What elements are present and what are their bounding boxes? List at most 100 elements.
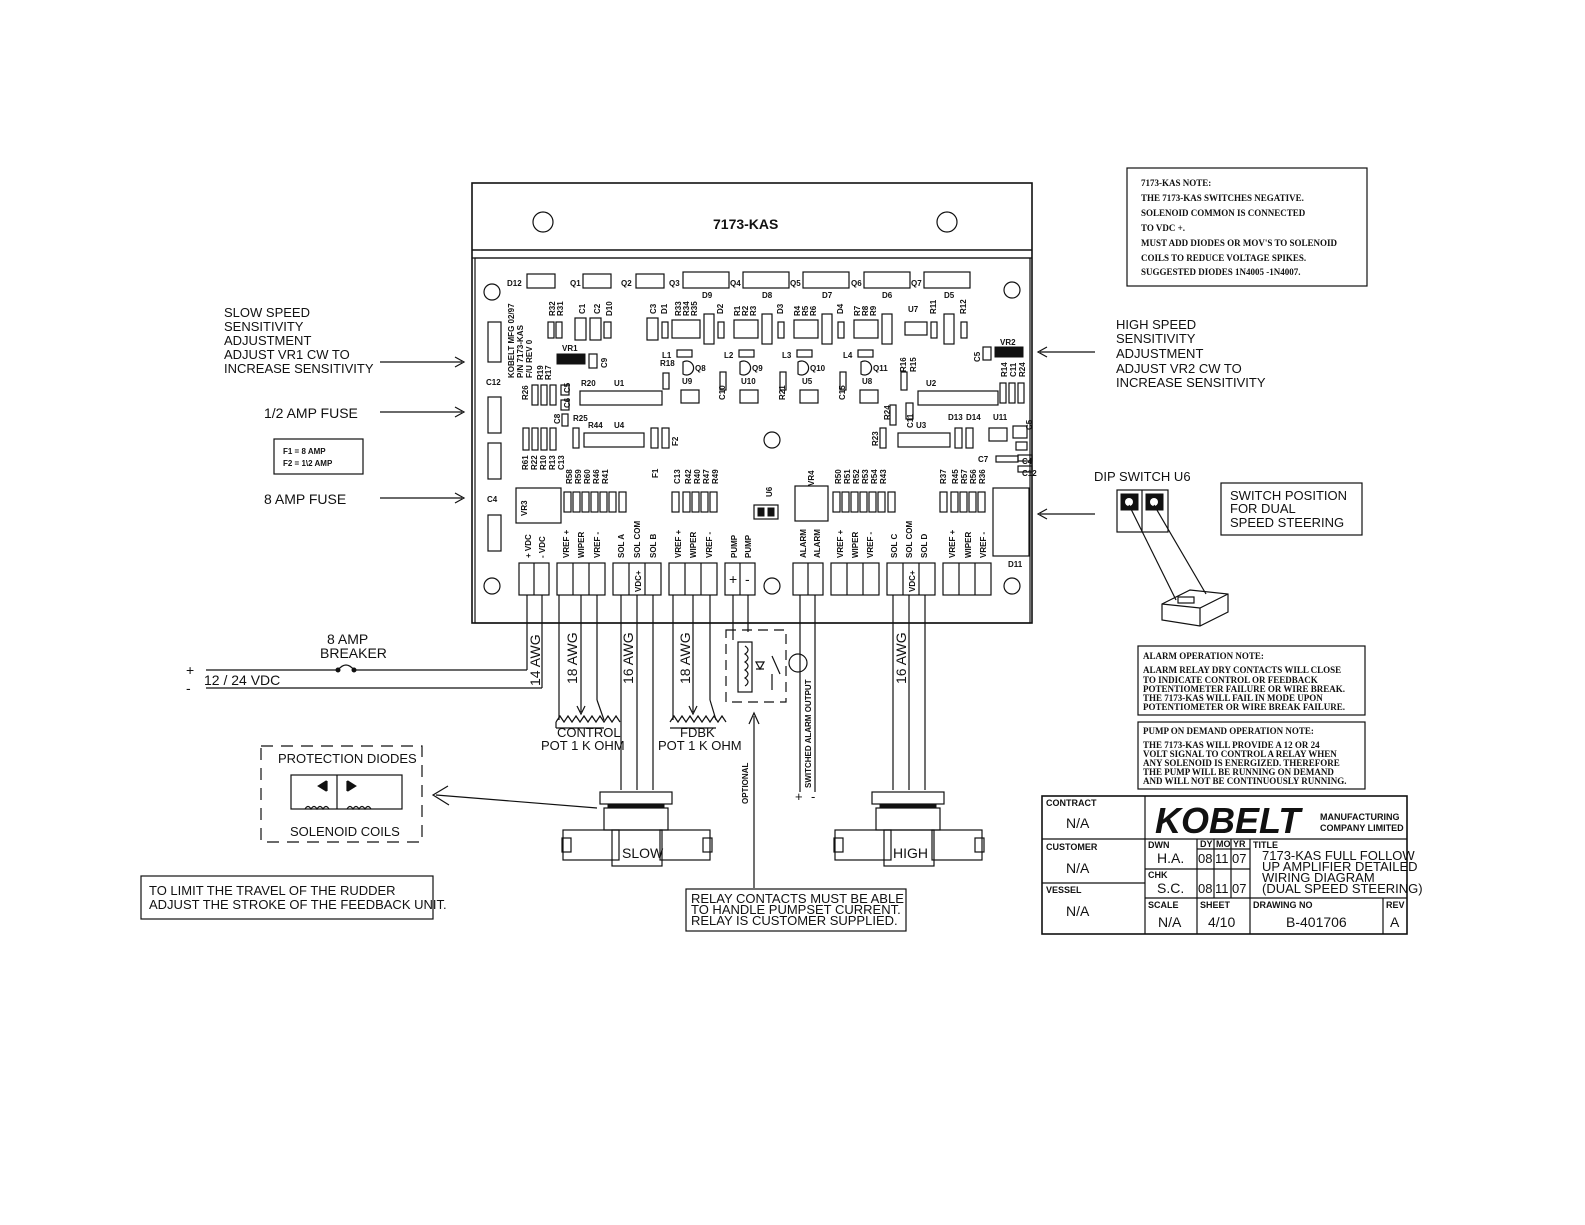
pump-relay: OPTIONAL xyxy=(725,595,787,888)
comp-label: R2 xyxy=(741,305,750,316)
resistor-bank-c xyxy=(832,491,896,513)
comp-label: F2 xyxy=(671,436,680,446)
comp-label: R6 xyxy=(809,305,818,316)
vr4-trimpot[interactable] xyxy=(794,485,829,522)
callout-text: ADJUSTMENT xyxy=(1116,346,1203,361)
dip-switch-u6[interactable] xyxy=(753,504,779,520)
comp-label: R17 xyxy=(544,365,553,380)
comp-label: R15 xyxy=(909,357,918,372)
note-text: THE PUMP WILL BE RUNNING ON DEMAND xyxy=(1143,767,1334,777)
tb-value: 08 xyxy=(1198,881,1212,896)
comp-label: R21 xyxy=(778,385,787,400)
comp-label: R31 xyxy=(556,301,565,316)
wire-gauge-label: 14 AWG xyxy=(527,634,543,686)
comp-label: R12 xyxy=(959,299,968,314)
comp-label: Q2 xyxy=(621,279,632,288)
vr2-trimpot[interactable] xyxy=(994,346,1024,358)
vr3-trimpot[interactable] xyxy=(515,487,562,524)
ic-u2 xyxy=(917,390,999,406)
comp-label: R58 xyxy=(565,469,574,484)
comp-label: R7 xyxy=(853,305,862,316)
high-valve-label: HIGH xyxy=(893,845,928,861)
comp-label: C2 xyxy=(593,303,602,314)
slow-valve: SLOW xyxy=(561,791,713,867)
terminal-label: SOL COM xyxy=(905,520,914,558)
comp-label: C15 xyxy=(838,385,847,400)
comp-label: C8 xyxy=(553,413,562,424)
terminal-label: SOL A xyxy=(617,534,626,558)
comp-label: C4 xyxy=(1022,457,1033,466)
comp-label: R40 xyxy=(693,469,702,484)
terminal-label: ALARM xyxy=(799,529,808,558)
terminal-label: WIPER xyxy=(577,532,586,558)
note-text: POTENTIOMETER FAILURE OR WIRE BREAK. xyxy=(1143,684,1345,694)
wire-gauge-label: 18 AWG xyxy=(564,632,580,684)
comp-label: R50 xyxy=(834,469,843,484)
terminal-label: VREF - xyxy=(979,531,988,558)
terminal-label: VREF - xyxy=(705,531,714,558)
ic-u3 xyxy=(897,432,951,448)
terminal-label: WIPER xyxy=(964,532,973,558)
note-text: AND WILL NOT BE CONTINUOUSLY RUNNING. xyxy=(1143,776,1347,786)
comp-label: Q8 xyxy=(695,364,706,373)
supply-minus: - xyxy=(186,680,191,696)
drawing-title: WIRING DIAGRAM xyxy=(1262,870,1375,885)
terminal-labels: + VDC - VDC VREF + WIPER VREF - SOL A SO… xyxy=(524,520,988,558)
comp-label: U5 xyxy=(802,377,813,386)
comp-label: R26 xyxy=(521,385,530,400)
comp-label: C5 xyxy=(563,382,572,393)
comp-label: C9 xyxy=(600,357,609,368)
half-amp-fuse-label: 1/2 AMP FUSE xyxy=(264,405,358,421)
note-text: COILS TO REDUCE VOLTAGE SPIKES. xyxy=(1141,253,1306,263)
drawing-title: UP AMPLIFIER DETAILED xyxy=(1262,859,1418,874)
comp-label: R51 xyxy=(843,469,852,484)
title-block: CONTRACT N/A CUSTOMER N/A VESSEL N/A KOB… xyxy=(1041,795,1423,935)
tb-value: 07 xyxy=(1232,881,1246,896)
comp-label: R18 xyxy=(660,359,675,368)
comp-label: U9 xyxy=(682,377,693,386)
comp-label: F1 xyxy=(651,468,660,478)
tb-label: REV xyxy=(1386,900,1405,910)
comp-label: D2 xyxy=(716,303,725,314)
callout-text: SENSITIVITY xyxy=(224,319,304,334)
note-text: TO VDC +. xyxy=(1141,223,1185,233)
comp-label: D1 xyxy=(660,303,669,314)
comp-label: L2 xyxy=(724,351,734,360)
comp-label: U3 xyxy=(916,421,927,430)
comp-label: R57 xyxy=(960,469,969,484)
comp-label: D13 xyxy=(948,413,963,422)
terminal-label: VREF - xyxy=(866,531,875,558)
slow-valve-label: SLOW xyxy=(622,845,664,861)
note-text: 7173-KAS NOTE: xyxy=(1141,178,1211,188)
comp-label: C12 xyxy=(1022,469,1037,478)
comp-label: R5 xyxy=(801,305,810,316)
terminal-label: ALARM xyxy=(813,529,822,558)
note-text: VOLT SIGNAL TO CONTROL A RELAY WHEN xyxy=(1143,749,1337,759)
ic-u1 xyxy=(579,390,663,406)
tb-label: TITLE xyxy=(1253,840,1278,850)
fuse-rating-box xyxy=(273,438,364,475)
comp-label: C13 xyxy=(673,469,682,484)
comp-label: Q3 xyxy=(669,279,680,288)
comp-label: R24 xyxy=(1018,362,1027,377)
control-pot-wiring: 18 AWG CONTROL POT 1 K OHM xyxy=(541,595,625,753)
comp-label: D10 xyxy=(605,301,614,316)
callout-text: INCREASE SENSITIVITY xyxy=(224,361,374,376)
note-text: SUGGESTED DIODES 1N4005 -1N4007. xyxy=(1141,267,1301,277)
terminal-label: VREF + xyxy=(948,529,957,558)
callout-text: SWITCH POSITION xyxy=(1230,488,1347,503)
vr1-trimpot[interactable] xyxy=(556,353,586,365)
comp-label: R1 xyxy=(733,305,742,316)
mfg-label: KOBELT MFG 02/97 xyxy=(507,303,516,378)
comp-label: L3 xyxy=(782,351,792,360)
comp-label: Q9 xyxy=(752,364,763,373)
drawing-number: B-401706 xyxy=(1286,914,1347,930)
comp-label: R13 xyxy=(548,455,557,470)
high-valve: HIGH xyxy=(833,791,985,867)
component-row xyxy=(547,313,968,345)
fdbk-pot-wiring: 18 AWG FDBK POT 1 K OHM xyxy=(658,595,742,753)
comp-label: C5 xyxy=(1025,419,1034,430)
rudder-note-text: ADJUST THE STROKE OF THE FEEDBACK UNIT. xyxy=(149,897,447,912)
supply-plus: + xyxy=(186,662,194,678)
